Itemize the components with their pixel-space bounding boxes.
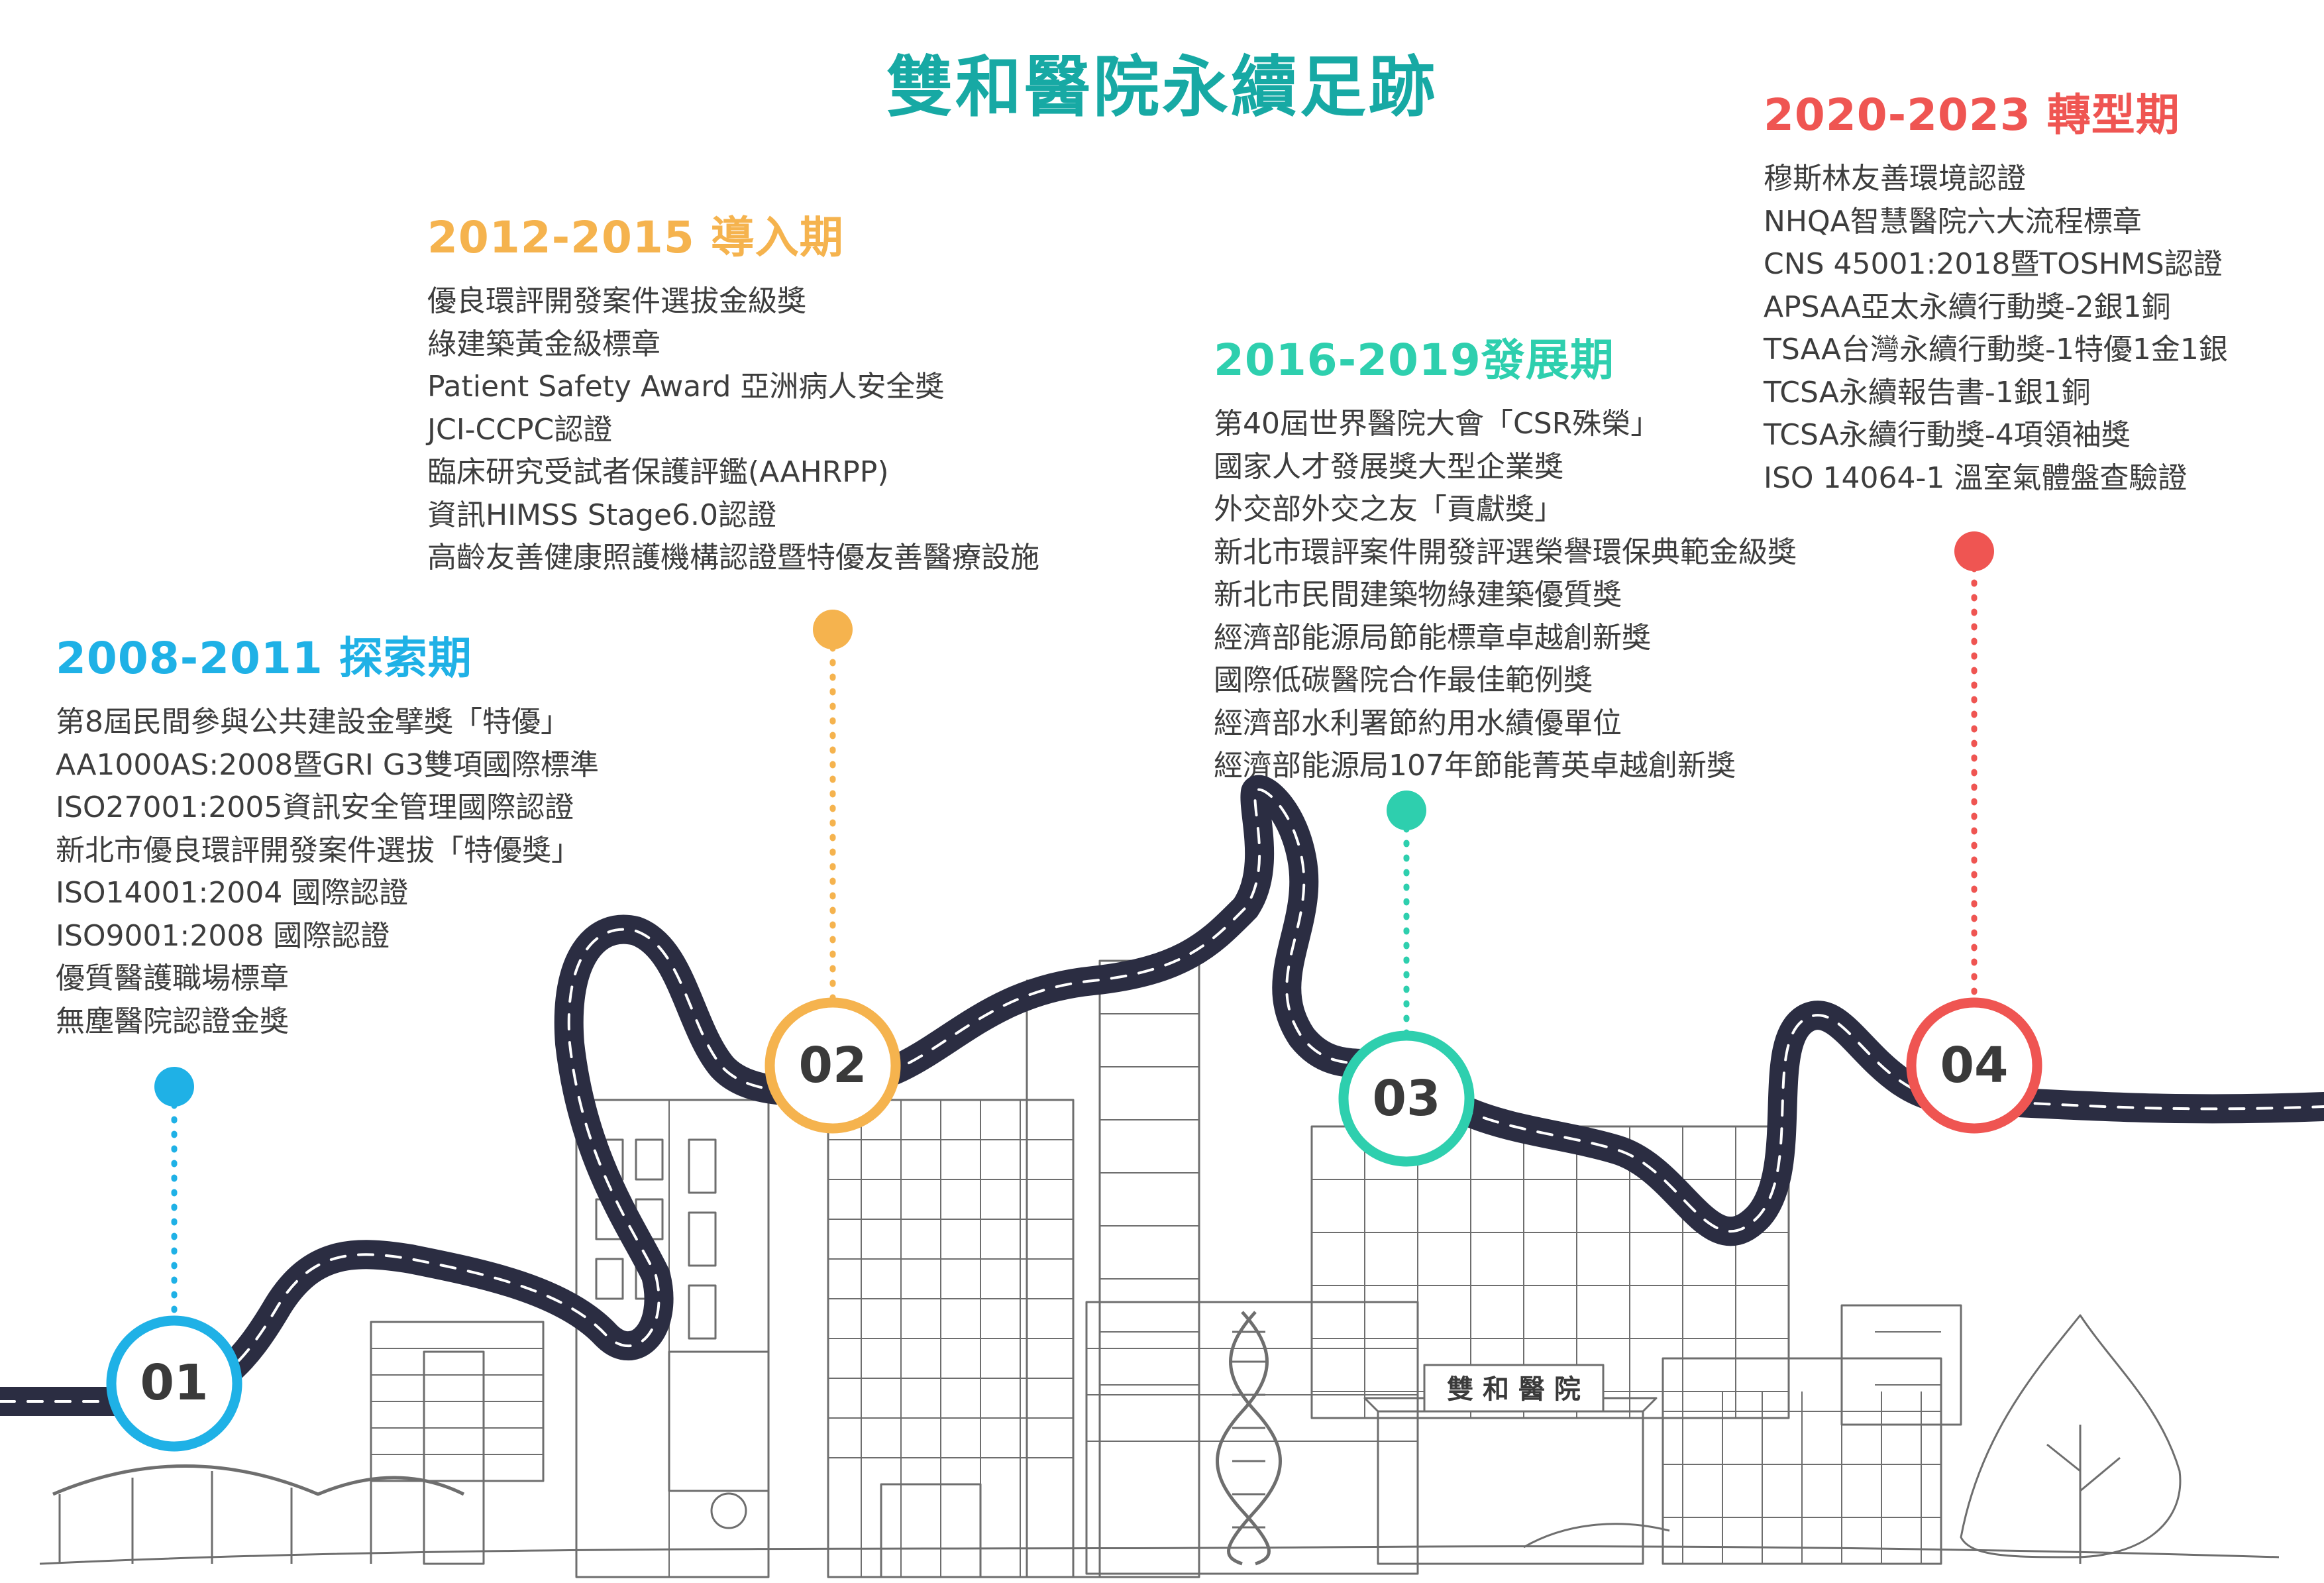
award-item: 優良環評開發案件選拔金級獎	[427, 284, 806, 318]
milestone-number: 01	[140, 1354, 209, 1411]
phase-block-2008-2011: 2008-2011 探索期 第8屆民間參與公共建設金擘獎「特優」 AA1000A…	[56, 623, 599, 1043]
milestone-02: 02	[765, 997, 901, 1134]
award-item: 高齡友善健康照護機構認證暨特優友善醫療設施	[427, 541, 1039, 574]
award-item: TSAA台灣永續行動獎-1特優1金1銀	[1764, 333, 2228, 366]
award-item: ISO27001:2005資訊安全管理國際認證	[56, 791, 574, 824]
dna-helix	[1216, 1311, 1271, 1566]
phase-block-2020-2023: 2020-2023 轉型期 穆斯林友善環境認證 NHQA智慧醫院六大流程標章 C…	[1764, 80, 2228, 500]
award-item: APSAA亞太永續行動獎-2銀1銅	[1764, 290, 2171, 324]
entrance-glass	[668, 1350, 770, 1492]
milestone-03: 03	[1338, 1030, 1475, 1167]
award-item: AA1000AS:2008暨GRI G3雙項國際標準	[56, 747, 599, 782]
award-item: CNS 45001:2018暨TOSHMS認證	[1764, 247, 2223, 281]
award-list: 第8屆民間參與公共建設金擘獎「特優」 AA1000AS:2008暨GRI G3雙…	[56, 701, 599, 1043]
right-tower	[1840, 1304, 1962, 1426]
pin-dot-03	[1387, 791, 1426, 830]
award-item: 第8屆民間參與公共建設金擘獎「特優」	[56, 705, 570, 739]
phase-block-2012-2015: 2012-2015 導入期 優良環評開發案件選拔金級獎 綠建築黃金級標章 Pat…	[427, 202, 1039, 580]
award-item: ISO14001:2004 國際認證	[56, 876, 409, 910]
hospital-sign-text: 雙 和 醫 院	[1447, 1374, 1581, 1405]
award-list: 第40屆世界醫院大會「CSR殊榮」 國家人才發展獎大型企業獎 外交部外交之友「貢…	[1214, 403, 1797, 788]
building-sketch	[39, 959, 2280, 1578]
award-item: 國際低碳醫院合作最佳範例獎	[1214, 663, 1593, 697]
pin-dot-01	[154, 1067, 194, 1107]
award-item: TCSA永續報告書-1銀1銅	[1764, 375, 2091, 409]
pin-dot-04	[1954, 531, 1994, 571]
tree-sketch	[1960, 1314, 2182, 1558]
milestone-number: 03	[1373, 1070, 1441, 1127]
tallest-tower	[1026, 979, 1101, 1578]
award-item: 綠建築黃金級標章	[427, 327, 660, 361]
milestone-04: 04	[1906, 997, 2042, 1134]
award-item: 經濟部能源局107年節能菁英卓越創新獎	[1214, 749, 1736, 783]
award-list: 穆斯林友善環境認證 NHQA智慧醫院六大流程標章 CNS 45001:2018暨…	[1764, 158, 2228, 500]
hospital-signboard	[1423, 1364, 1605, 1413]
award-item: JCI-CCPC認證	[427, 412, 613, 447]
award-item: 經濟部水利署節約用水績優單位	[1214, 706, 1622, 740]
road-centerline	[0, 788, 2324, 1403]
award-item: ISO9001:2008 國際認證	[56, 918, 390, 953]
page-title: 雙和醫院永續足跡	[886, 48, 1438, 126]
emblem-circle	[710, 1492, 747, 1529]
stair-tower	[423, 1350, 485, 1565]
tall-tower-left	[575, 1099, 770, 1578]
award-item: 穆斯林友善環境認證	[1764, 162, 2026, 195]
phase-heading: 2016-2019發展期	[1214, 335, 1614, 386]
award-item: 優質醫護職場標章	[56, 961, 289, 995]
arch-structure	[52, 1464, 465, 1496]
award-item: 經濟部能源局節能標章卓越創新獎	[1214, 620, 1651, 655]
award-item: 無塵醫院認證金獎	[56, 1004, 289, 1038]
award-item: ISO 14064-1 溫室氣體盤查驗證	[1764, 461, 2188, 495]
central-block	[1085, 1301, 1419, 1575]
milestone-number: 02	[799, 1037, 867, 1094]
award-item: 新北市民間建築物綠建築優質獎	[1214, 578, 1622, 612]
phase-heading: 2020-2023 轉型期	[1764, 89, 2180, 140]
award-item: 國家人才發展獎大型企業獎	[1214, 449, 1563, 484]
phase-heading: 2008-2011 探索期	[56, 633, 472, 684]
winding-road	[0, 775, 2324, 1416]
phase-block-2016-2019: 2016-2019發展期 第40屆世界醫院大會「CSR殊榮」 國家人才發展獎大型…	[1214, 325, 1797, 788]
entrance-door	[880, 1483, 982, 1578]
award-item: 外交部外交之友「貢獻獎」	[1214, 492, 1563, 526]
award-item: TCSA永續行動獎-4項領袖獎	[1764, 418, 2131, 452]
award-item: 新北市優良環評開發案件選拔「特優獎」	[56, 833, 580, 867]
ground-line	[39, 1545, 2280, 1565]
tall-tower-right	[1098, 959, 1200, 1578]
phase-heading: 2012-2015 導入期	[427, 212, 844, 263]
award-item: NHQA智慧醫院六大流程標章	[1764, 204, 2142, 239]
award-item: 臨床研究受試者保護評鑑(AAHRPP)	[427, 455, 889, 489]
pin-dot-02	[813, 610, 853, 649]
milestone-01: 01	[106, 1315, 242, 1452]
milestone-number: 04	[1940, 1037, 2009, 1094]
award-list: 優良環評開發案件選拔金級獎 綠建築黃金級標章 Patient Safety Aw…	[427, 280, 1039, 580]
award-item: Patient Safety Award 亞洲病人安全獎	[427, 370, 945, 404]
award-item: 新北市環評案件開發評選榮譽環保典範金級獎	[1214, 535, 1797, 569]
award-item: 第40屆世界醫院大會「CSR殊榮」	[1214, 407, 1660, 441]
award-item: 資訊HIMSS Stage6.0認證	[427, 498, 776, 532]
arch-supports	[58, 1471, 372, 1564]
